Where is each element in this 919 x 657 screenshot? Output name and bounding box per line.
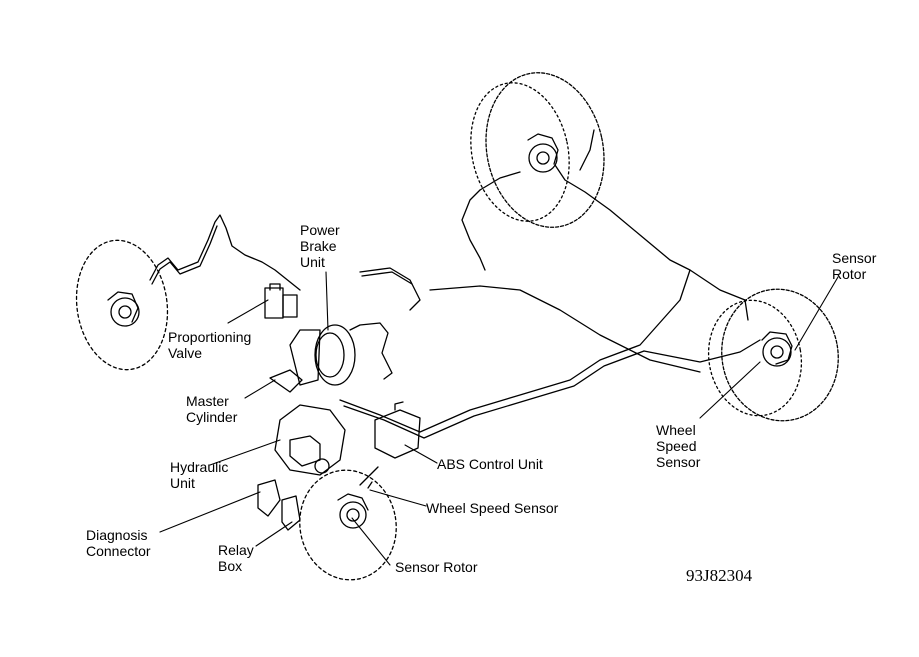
abs-control-unit-label: ABS Control Unit: [437, 456, 543, 472]
front-right-wheel: [299, 469, 397, 581]
wheel-speed-sensor-front-label: Wheel Speed Sensor: [426, 500, 559, 516]
hydraulic-unit-label: Hydraulic Unit: [170, 459, 229, 491]
diagnosis-connector-label: Diagnosis Connector: [86, 527, 151, 559]
power-brake-booster: [314, 324, 356, 386]
figure-id: 93J82304: [686, 566, 753, 585]
sensor-rotor-front-label: Sensor Rotor: [395, 559, 478, 575]
master-cylinder-body: [289, 329, 321, 386]
relay-box-body: [281, 495, 301, 531]
leader-lines: [159, 271, 839, 566]
power-brake-unit-label: Power Brake Unit: [300, 222, 340, 270]
sensor-rotor-rear-label: Sensor Rotor: [832, 250, 877, 282]
relay-box-label: Relay Box: [218, 542, 254, 574]
proportioning-valve-label: Proportioning Valve: [168, 329, 252, 361]
abs-control-unit-body: [374, 409, 421, 459]
rear-right-brake-line: [339, 164, 691, 433]
parking-brake-cable: [429, 285, 701, 373]
rear-left-wheel: [707, 288, 839, 422]
front-left-wheel: [75, 239, 169, 371]
hydraulic-unit-body: [274, 404, 346, 476]
diagnosis-connector-body: [257, 479, 281, 517]
wheel-speed-sensor-rear-label: Wheel Speed Sensor: [656, 422, 701, 470]
front-left-brake-line: [149, 214, 301, 291]
rear-left-brake-line: [643, 339, 761, 363]
rear-right-wheel: [470, 72, 605, 228]
master-cylinder-label: Master Cylinder: [186, 393, 238, 425]
